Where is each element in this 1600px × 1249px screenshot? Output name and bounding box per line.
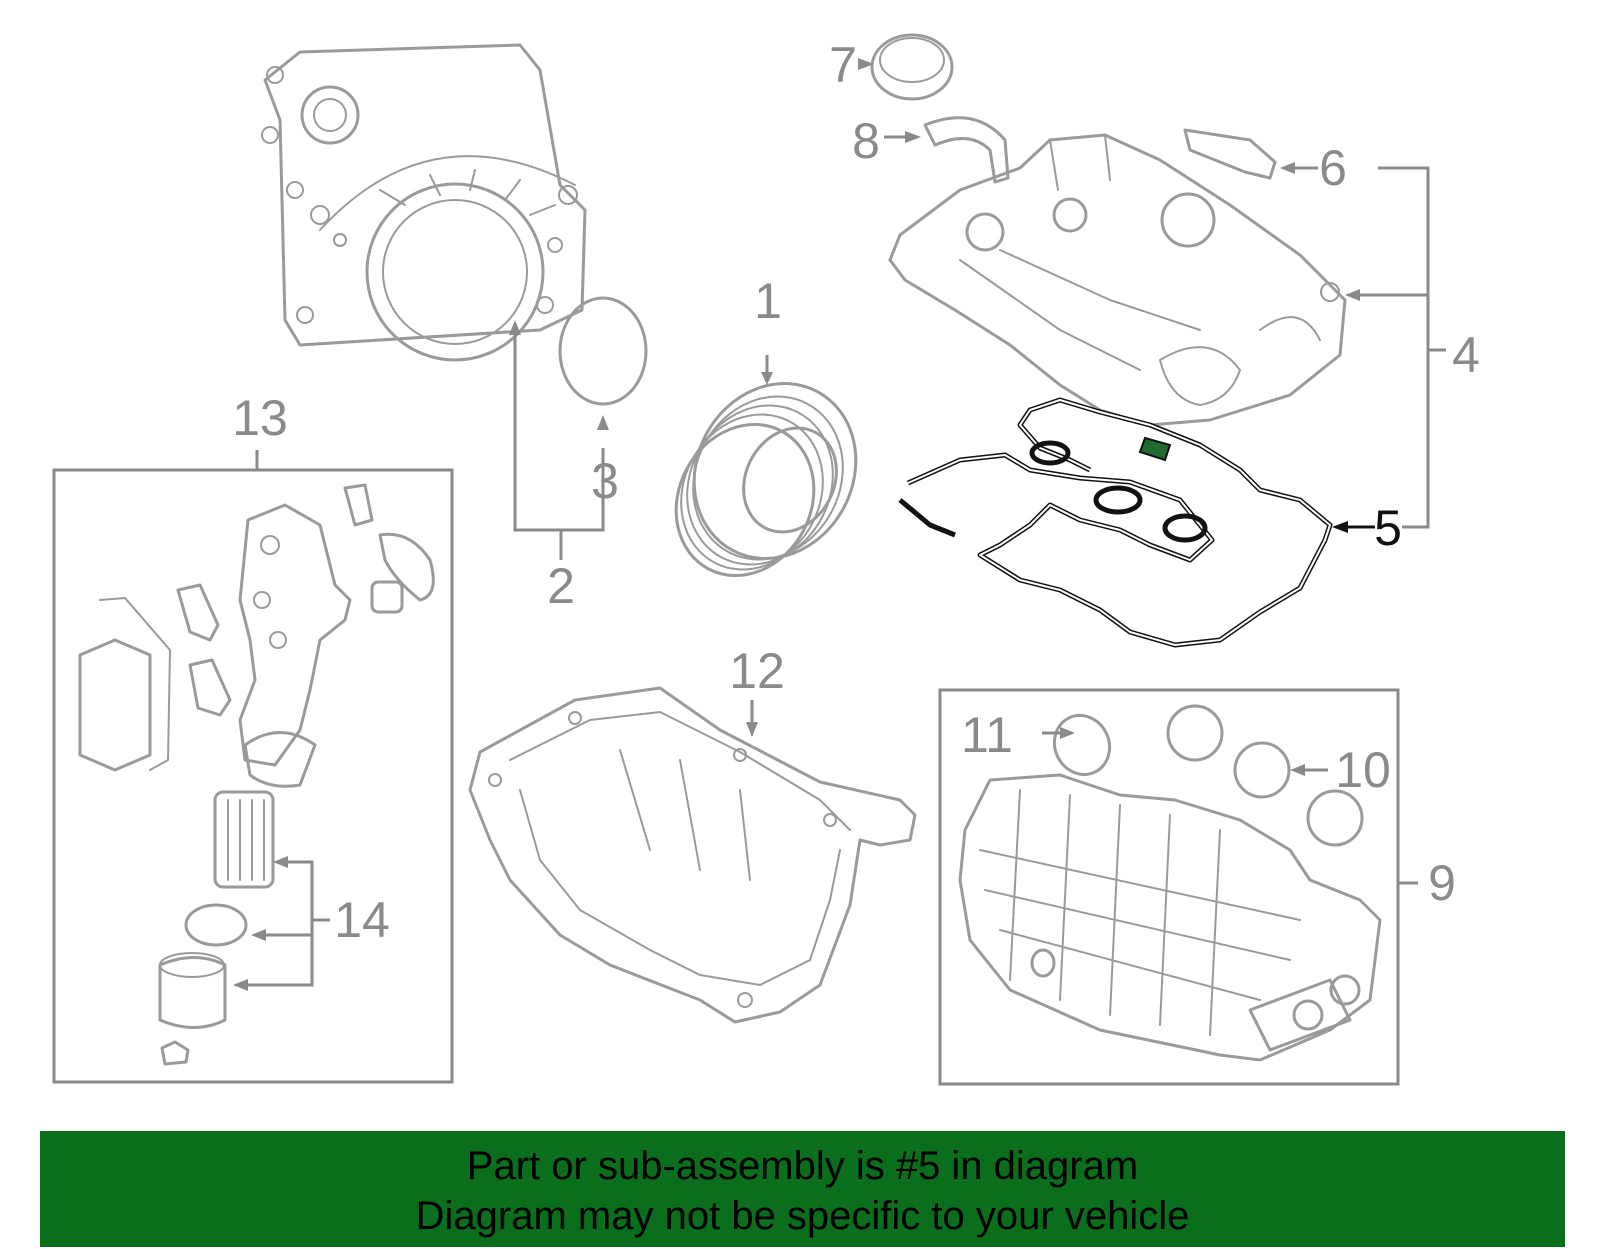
valve-cover-part <box>888 133 1347 427</box>
oil-filter-housing-box <box>52 468 454 1084</box>
callout-9: 9 <box>1428 855 1456 911</box>
o-ring-seal-part <box>558 296 648 406</box>
callout-6: 6 <box>1319 140 1347 196</box>
hose-seal-part <box>923 116 1010 184</box>
callout-4: 4 <box>1452 327 1480 383</box>
callout-11: 11 <box>961 707 1013 763</box>
callout-10: 10 <box>1335 742 1391 798</box>
leader-lines <box>233 58 1446 991</box>
valve-cover-gasket-part <box>898 397 1333 648</box>
callout-2: 2 <box>547 558 575 614</box>
callout-5: 5 <box>1374 500 1402 556</box>
callout-8: 8 <box>852 113 880 169</box>
callout-14: 14 <box>334 892 390 948</box>
callout-13: 13 <box>232 390 288 446</box>
callout-7: 7 <box>829 37 857 93</box>
callout-3: 3 <box>591 453 619 509</box>
front-cover-part <box>261 43 587 362</box>
gasket-ring-part <box>1183 128 1277 180</box>
crankshaft-pulley-part <box>674 382 858 578</box>
callout-1: 1 <box>754 273 782 329</box>
oil-filter-housing-part <box>78 483 435 1066</box>
oil-filler-cap-part <box>870 33 954 101</box>
intake-manifold-box <box>938 688 1400 1086</box>
leader-5 <box>1332 521 1375 533</box>
callout-12: 12 <box>729 643 785 699</box>
banner-line-disclaimer: Diagram may not be specific to your vehi… <box>415 1194 1190 1238</box>
oil-pan-part <box>468 686 917 1024</box>
banner-line-part-number: Part or sub-assembly is #5 in diagram <box>466 1144 1139 1188</box>
intake-manifold-part <box>958 704 1382 1062</box>
info-banner: Part or sub-assembly is #5 in diagram Di… <box>40 1131 1565 1247</box>
